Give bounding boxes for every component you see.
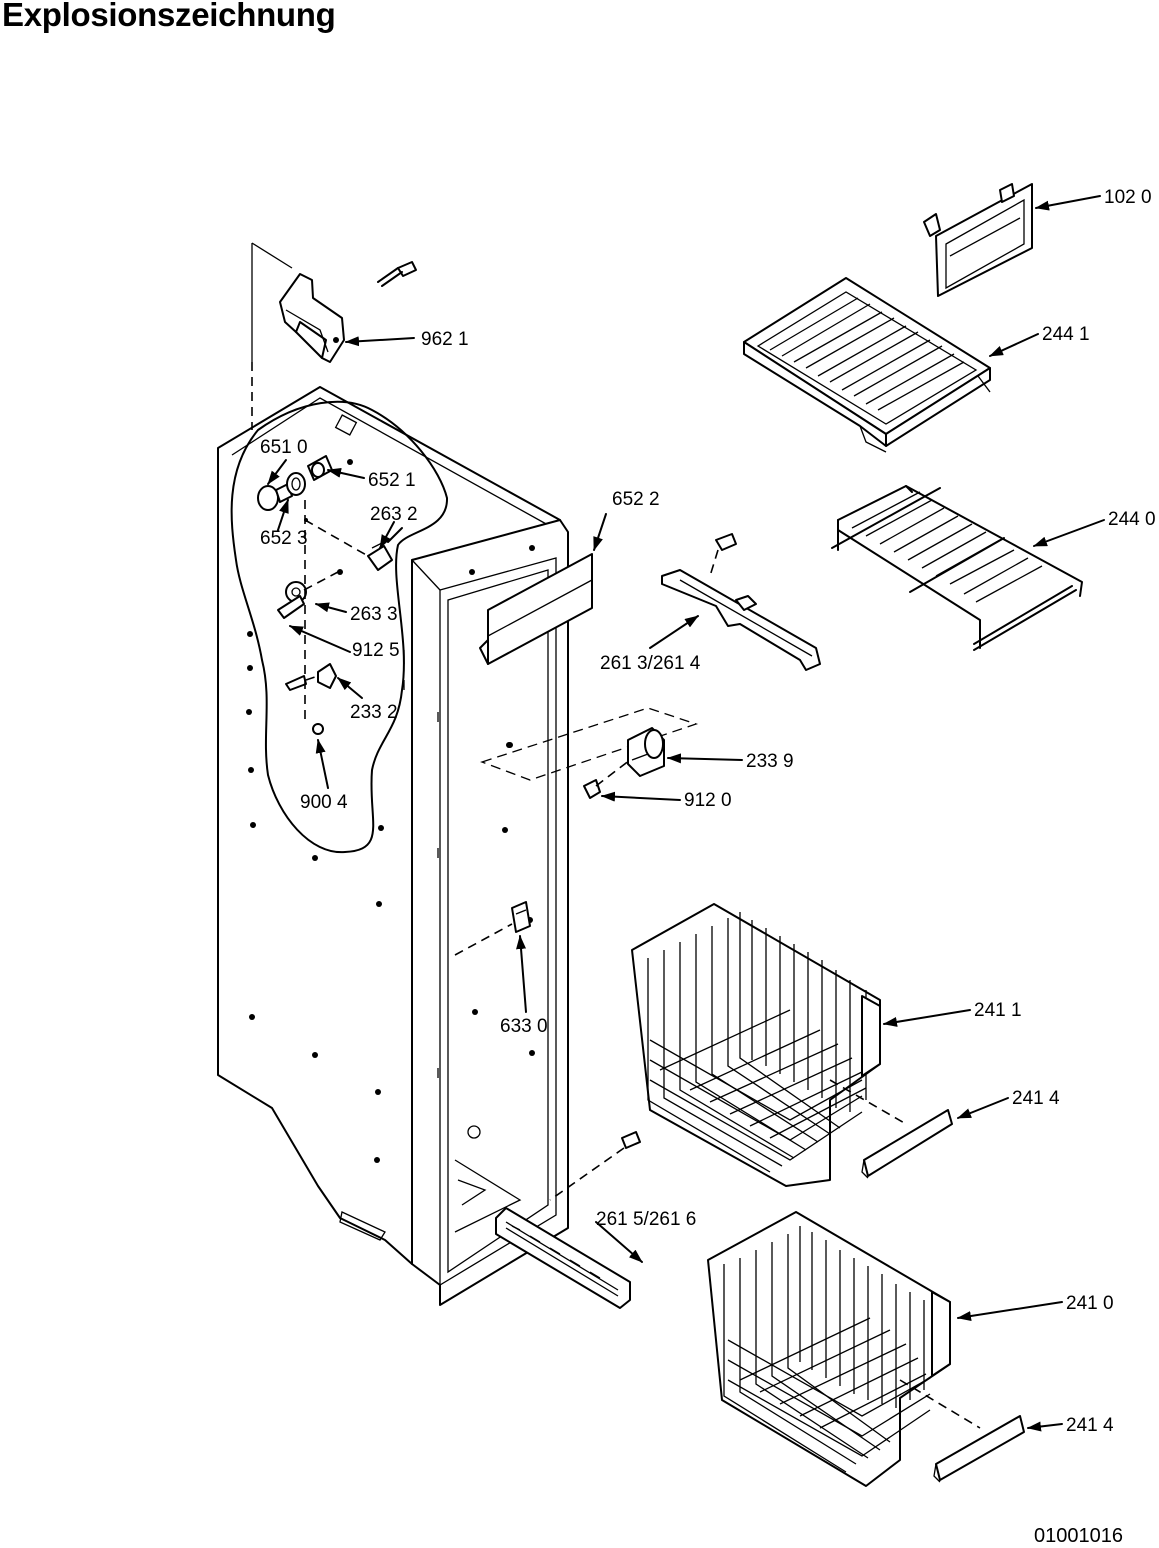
leader-arrows: [267, 195, 1105, 1432]
part-labels: 102 0 962 1 244 1 651 0 652 1 652 2 263 …: [260, 187, 1156, 1436]
label-652-1: 652 1: [368, 470, 416, 491]
lamp-assembly: [257, 455, 393, 735]
label-912-0: 912 0: [684, 790, 732, 811]
label-233-9: 233 9: [746, 751, 794, 772]
label-633-0: 633 0: [500, 1016, 548, 1037]
label-263-3: 263 3: [350, 604, 398, 625]
door-switch-part: [454, 901, 531, 956]
top-hinge-bracket: [251, 242, 345, 430]
label-241-1: 241 1: [974, 1000, 1022, 1021]
label-241-4-upper: 241 4: [1012, 1088, 1060, 1109]
label-900-4: 900 4: [300, 792, 348, 813]
glass-shelf-part: [743, 277, 991, 453]
label-652-2: 652 2: [612, 489, 660, 510]
label-912-5: 912 5: [352, 640, 400, 661]
label-244-1: 244 1: [1042, 324, 1090, 345]
label-263-2: 263 2: [370, 504, 418, 525]
bottom-grille-part: [495, 1131, 641, 1309]
lower-basket-part: [707, 1211, 981, 1487]
shelf-support-rail-part: [661, 533, 821, 671]
label-102-0: 102 0: [1104, 187, 1152, 208]
lower-basket-front-part: [933, 1415, 1025, 1483]
document-number: 01001016: [1034, 1525, 1123, 1547]
label-241-4-lower: 241 4: [1066, 1415, 1114, 1436]
label-233-2: 233 2: [350, 702, 398, 723]
upper-basket-part: [631, 903, 907, 1187]
label-261-5-261-6: 261 5/261 6: [596, 1209, 696, 1230]
upper-basket-front-part: [861, 1109, 953, 1179]
label-261-3-261-4: 261 3/261 4: [600, 653, 701, 674]
label-962-1: 962 1: [421, 329, 469, 350]
label-651-0: 651 0: [260, 437, 308, 458]
wire-shelf-part: [831, 485, 1083, 651]
label-652-3: 652 3: [260, 528, 308, 549]
shelf-bracket-part: [480, 707, 699, 799]
ice-bin-cover-part: [923, 183, 1033, 297]
lamp-cover-part: [479, 553, 593, 665]
label-241-0: 241 0: [1066, 1293, 1114, 1314]
label-244-0: 244 0: [1108, 509, 1156, 530]
page-title: Explosionszeichnung: [2, 0, 336, 33]
freezer-cabinet: [217, 386, 569, 1306]
hinge-screw: [377, 261, 417, 287]
